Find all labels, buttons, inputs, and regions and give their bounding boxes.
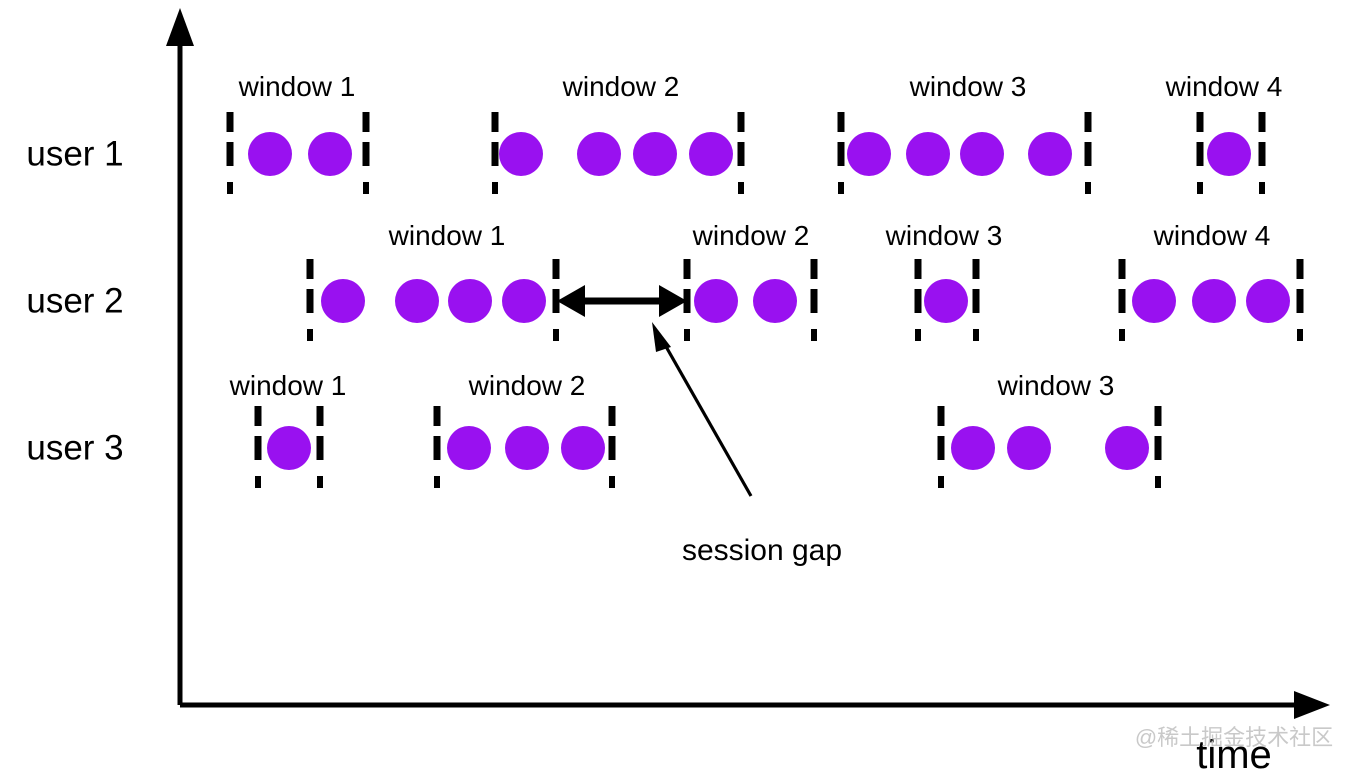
callout-leader-line: [658, 335, 753, 497]
event-dot: [248, 132, 292, 176]
gap-arrow-head-left: [557, 285, 585, 317]
session-gap-double-arrow: [557, 285, 687, 317]
event-dot: [924, 279, 968, 323]
window-label: window 1: [238, 71, 356, 102]
window-label: window 3: [997, 370, 1115, 401]
event-dot: [505, 426, 549, 470]
event-dot: [321, 279, 365, 323]
event-dot: [577, 132, 621, 176]
window-label: window 1: [229, 370, 347, 401]
event-dot: [960, 132, 1004, 176]
gap-arrow-head-right: [659, 285, 687, 317]
event-dot: [633, 132, 677, 176]
event-dot: [395, 279, 439, 323]
event-dot: [753, 279, 797, 323]
event-dot: [847, 132, 891, 176]
event-dot: [502, 279, 546, 323]
event-dot: [561, 426, 605, 470]
event-dot: [1207, 132, 1251, 176]
window-label: window 4: [1153, 220, 1271, 251]
event-dot: [1105, 426, 1149, 470]
event-dot: [499, 132, 543, 176]
horizontal-axis-arrowhead: [1294, 691, 1330, 719]
callout-arrowhead: [652, 322, 671, 352]
axis-group: [166, 8, 1330, 719]
event-dot: [267, 426, 311, 470]
window-label: window 3: [885, 220, 1003, 251]
event-dot: [689, 132, 733, 176]
event-dot: [1028, 132, 1072, 176]
event-dot: [694, 279, 738, 323]
window-label: window 2: [468, 370, 586, 401]
user-row-label: user 1: [26, 134, 124, 174]
event-dot: [1246, 279, 1290, 323]
event-dot: [951, 426, 995, 470]
window-label: window 4: [1165, 71, 1283, 102]
event-dot: [448, 279, 492, 323]
event-dot: [1192, 279, 1236, 323]
session-gap-callout-pointer: [652, 322, 753, 497]
window-label: window 2: [562, 71, 680, 102]
event-dot: [308, 132, 352, 176]
window-label: window 2: [692, 220, 810, 251]
x-axis-label: time: [1196, 733, 1272, 774]
vertical-axis-arrowhead: [166, 8, 194, 46]
window-label: window 1: [388, 220, 506, 251]
user-row-label: user 3: [26, 428, 124, 468]
session-marks-group: [226, 112, 1304, 488]
event-dot: [447, 426, 491, 470]
window-label: window 3: [909, 71, 1027, 102]
event-dot: [1132, 279, 1176, 323]
user-row-label: user 2: [26, 281, 124, 321]
session-gap-label: session gap: [681, 534, 843, 567]
event-dot: [1007, 426, 1051, 470]
event-dot: [906, 132, 950, 176]
